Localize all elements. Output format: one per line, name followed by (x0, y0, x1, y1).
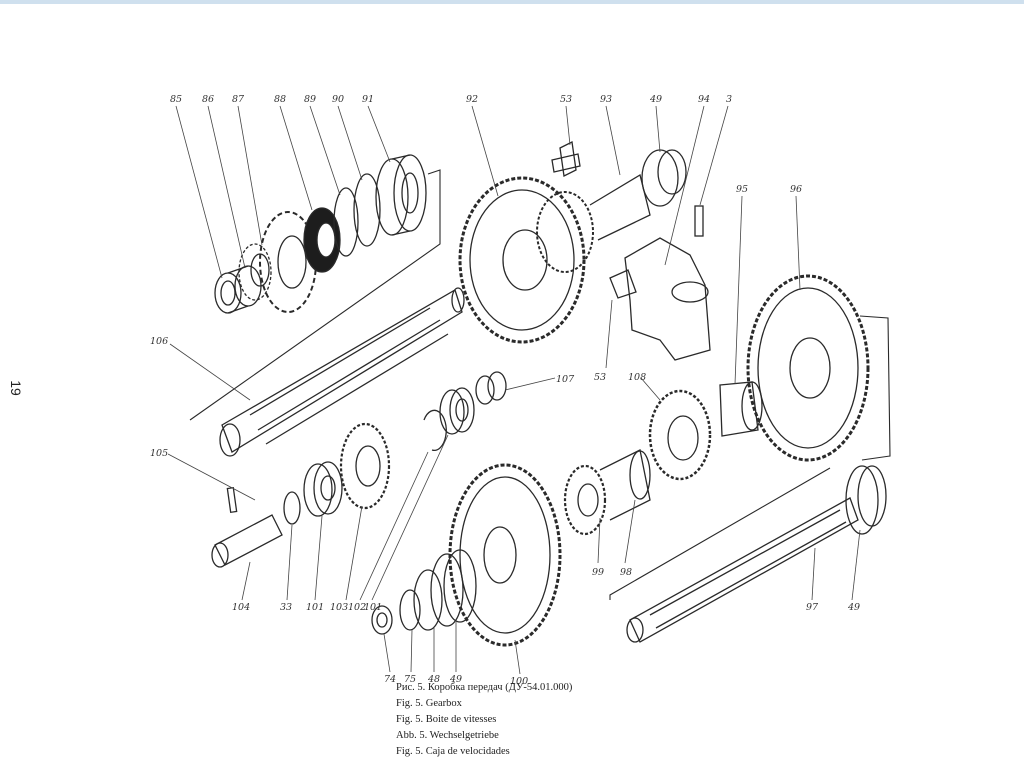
callout-86: 86 (202, 94, 214, 105)
sprocket-86 (238, 243, 272, 301)
ring-89 (333, 187, 359, 257)
callout-97: 97 (806, 602, 819, 613)
gear-96-assembly (719, 274, 891, 462)
callout-33: 33 (280, 602, 292, 613)
callout-106: 106 (150, 336, 168, 347)
callout-103: 103 (330, 602, 348, 613)
gears-99-98 (563, 449, 651, 536)
callout-102: 102 (348, 602, 366, 613)
shaft-106 (219, 287, 465, 457)
figure-caption-block: Рис. 5. Коробка передач (ДУ-54.01.000) F… (396, 680, 716, 760)
callout-90: 90 (332, 94, 344, 105)
bearing-91 (375, 154, 427, 236)
gear-108 (648, 389, 712, 481)
caption-ru: Рис. 5. Коробка передач (ДУ-54.01.000) (396, 682, 573, 693)
callout-108: 108 (628, 372, 646, 383)
callout-98: 98 (620, 567, 632, 578)
callout-100: 100 (510, 676, 528, 687)
callout-74: 74 (384, 674, 396, 685)
callout-3: 3 (726, 94, 732, 105)
callout-105: 105 (150, 448, 168, 459)
collar-85 (214, 265, 262, 314)
callout-93: 93 (600, 94, 612, 105)
key-3 (694, 205, 704, 237)
callout-92: 92 (466, 94, 478, 105)
shaft-97 (609, 465, 887, 643)
caption-es: Fig. 5. Caja de velocidades (396, 746, 510, 757)
shift-fork-94 (609, 237, 711, 361)
callout-labels: 85 86 87 88 89 90 91 92 53 93 49 94 3 95… (150, 94, 860, 687)
callout-107: 107 (556, 374, 575, 385)
callout-49-top: 49 (649, 94, 662, 105)
callout-104: 104 (232, 602, 250, 613)
upper-left-assembly (189, 154, 441, 421)
callout-48: 48 (427, 674, 440, 685)
seal-88 (303, 207, 341, 273)
scan-top-stripe (0, 0, 1024, 4)
middle-row-parts (211, 371, 507, 568)
callout-95: 95 (736, 184, 748, 195)
callout-101: 101 (306, 602, 324, 613)
caption-en: Fig. 5. Gearbox (396, 698, 462, 709)
callout-87: 87 (232, 94, 245, 105)
callout-89: 89 (304, 94, 316, 105)
callout-91: 91 (362, 94, 374, 105)
callout-88: 88 (274, 94, 286, 105)
callout-99: 99 (592, 567, 604, 578)
ring-90 (353, 173, 381, 247)
callout-94: 94 (698, 94, 710, 105)
caption-fr: Fig. 5. Boite de vitesses (396, 714, 497, 725)
callout-75: 75 (404, 674, 416, 685)
callout-96: 96 (790, 184, 802, 195)
callout-53-top: 53 (560, 94, 572, 105)
callout-53-mid: 53 (594, 372, 606, 383)
bushing-107 (475, 375, 495, 405)
leader-lines (167, 105, 861, 675)
callout-49-right: 49 (847, 602, 860, 613)
gear-92-assembly (458, 141, 687, 344)
callout-101b: 101 (364, 602, 382, 613)
callout-85: 85 (170, 94, 182, 105)
caption-de: Abb. 5. Wechselgetriebe (396, 730, 499, 741)
gear-100-assembly (371, 463, 562, 647)
callout-49-bottom: 49 (449, 674, 462, 685)
